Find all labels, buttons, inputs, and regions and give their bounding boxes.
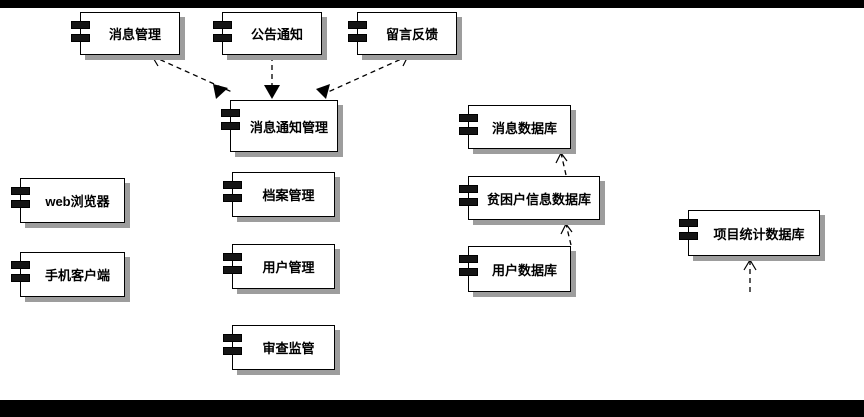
component-port-icon: [213, 34, 232, 42]
component-label: web浏览器: [45, 194, 110, 209]
component-port-icon: [223, 334, 242, 342]
component-port-icon: [221, 109, 240, 117]
component-port-icon: [223, 266, 242, 274]
component-label: 消息管理: [108, 27, 161, 42]
component-label: 用户数据库: [491, 262, 557, 278]
component-port-icon: [679, 232, 698, 240]
component-label: 手机客户端: [44, 268, 110, 283]
component-port-icon: [223, 347, 242, 355]
component-project-statistics-database: 项目统计数据库: [679, 210, 820, 256]
dependency-arrow-feedback: [316, 55, 409, 99]
component-port-icon: [459, 114, 478, 122]
component-feedback: 留言反馈: [348, 12, 457, 55]
component-web-browser: web浏览器: [11, 178, 125, 223]
component-label: 审查监管: [262, 341, 315, 356]
dependency-arrow-user-db-to-poor-info: [560, 223, 573, 246]
component-port-icon: [223, 194, 242, 202]
dependency-arrow-poor-info-to-message-db: [555, 152, 568, 176]
component-port-icon: [213, 21, 232, 29]
component-port-icon: [459, 268, 478, 276]
component-mobile-client: 手机客户端: [11, 252, 125, 297]
component-user-database: 用户数据库: [459, 246, 571, 292]
component-port-icon: [223, 181, 242, 189]
component-label: 贫困户信息数据库: [486, 191, 591, 207]
component-label: 公告通知: [250, 27, 303, 42]
dependency-arrow-announcement: [264, 56, 280, 99]
component-label: 用户管理: [262, 260, 315, 275]
component-label: 档案管理: [262, 188, 315, 203]
component-port-icon: [348, 34, 367, 42]
component-label: 消息通知管理: [249, 119, 328, 135]
component-port-icon: [71, 21, 90, 29]
component-message-database: 消息数据库: [459, 105, 571, 149]
component-label: 消息数据库: [491, 120, 557, 136]
component-archive-management: 档案管理: [223, 172, 335, 217]
component-poor-household-info-database: 贫困户信息数据库: [459, 176, 600, 220]
dependency-arrow-message-management: [151, 55, 233, 99]
component-review-supervision: 审查监管: [223, 325, 335, 370]
dependency-arrow-to-project-stats-db: [743, 259, 757, 292]
component-port-icon: [459, 255, 478, 263]
component-port-icon: [459, 185, 478, 193]
component-port-icon: [459, 198, 478, 206]
component-port-icon: [221, 122, 240, 130]
component-port-icon: [348, 21, 367, 29]
diagram-canvas: [0, 8, 864, 400]
component-message-notification-management: 消息通知管理: [221, 100, 338, 152]
component-port-icon: [679, 219, 698, 227]
component-user-management: 用户管理: [223, 244, 335, 289]
component-label: 项目统计数据库: [713, 226, 805, 242]
component-label: 留言反馈: [385, 27, 438, 42]
component-port-icon: [11, 200, 30, 208]
component-port-icon: [11, 261, 30, 269]
component-announcement-notice: 公告通知: [213, 12, 322, 55]
component-message-management: 消息管理: [71, 12, 180, 55]
component-port-icon: [11, 274, 30, 282]
component-port-icon: [223, 253, 242, 261]
component-port-icon: [11, 187, 30, 195]
component-port-icon: [459, 127, 478, 135]
component-port-icon: [71, 34, 90, 42]
